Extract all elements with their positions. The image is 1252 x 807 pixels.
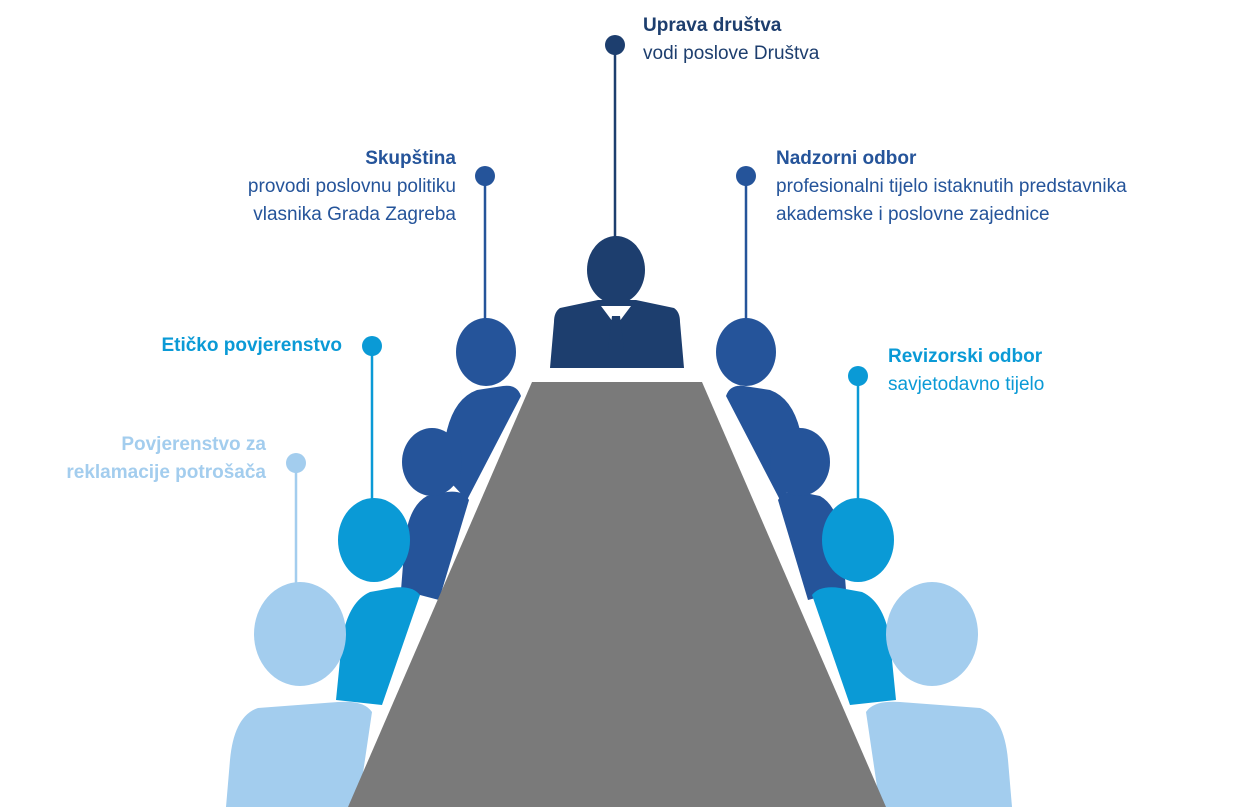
nadzorni-desc-line2: akademske i poslovne zajednice	[776, 204, 1050, 225]
person-head-of-table	[550, 236, 684, 368]
uprava-title: Uprava društva	[643, 15, 782, 36]
person-second-left	[401, 428, 469, 600]
dot-eticko	[362, 336, 382, 356]
pointer-dots	[286, 35, 868, 473]
nadzorni-desc-line1: profesionalni tijelo istaknutih predstav…	[776, 176, 1127, 197]
label-nadzorni: Nadzorni odbor profesionalni tijelo ista…	[776, 145, 1127, 229]
dot-povjerenstvo	[286, 453, 306, 473]
person-front-right	[866, 582, 1012, 807]
label-eticko: Etičko povjerenstvo	[161, 332, 342, 360]
skupstina-title: Skupština	[365, 148, 456, 169]
povjerenstvo-title-line2: reklamacije potrošača	[66, 462, 266, 483]
revizorski-desc: savjetodavno tijelo	[888, 374, 1045, 395]
revizorski-title: Revizorski odbor	[888, 346, 1043, 367]
eticko-title: Etičko povjerenstvo	[161, 335, 342, 356]
dot-nadzorni	[736, 166, 756, 186]
label-skupstina: Skupština provodi poslovnu politiku vlas…	[248, 145, 456, 229]
uprava-desc: vodi poslove Društva	[643, 43, 820, 64]
label-revizorski: Revizorski odbor savjetodavno tijelo	[888, 343, 1044, 399]
person-third-left	[336, 498, 420, 705]
pointer-lines	[294, 45, 860, 594]
dot-revizorski	[848, 366, 868, 386]
conference-table	[348, 382, 886, 807]
povjerenstvo-title-line1: Povjerenstvo za	[121, 434, 266, 455]
skupstina-desc-line1: provodi poslovnu politiku	[247, 176, 456, 197]
dot-uprava	[605, 35, 625, 55]
skupstina-desc-line2: vlasnika Grada Zagreba	[253, 204, 456, 225]
label-uprava: Uprava društva vodi poslove Društva	[643, 12, 819, 68]
person-third-right	[812, 498, 896, 705]
nadzorni-title: Nadzorni odbor	[776, 148, 917, 169]
label-povjerenstvo: Povjerenstvo za reklamacije potrošača	[66, 431, 266, 487]
person-front-left	[226, 582, 372, 807]
dot-skupstina	[475, 166, 495, 186]
